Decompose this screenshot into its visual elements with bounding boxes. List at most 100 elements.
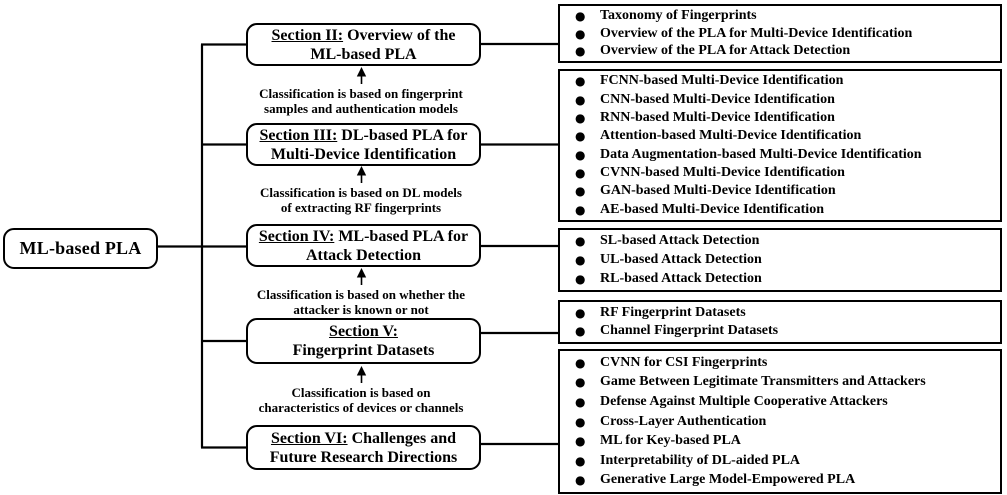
up-arrow-icon — [356, 268, 367, 285]
list-item-label: Interpretability of DL-aided PLA — [600, 452, 801, 468]
section-5-node: Section V: Fingerprint Datasets — [246, 318, 481, 364]
section-number: Section V: — [329, 323, 398, 340]
list-item: ● Overview of the PLA for Attack Detectio… — [560, 43, 1000, 59]
note-line1: Classification is based on — [291, 385, 431, 400]
bullet-icon: ● — [575, 147, 586, 162]
section-2-node: Section II: Overview of the ML-based PLA — [246, 23, 481, 66]
bullet-icon: ● — [575, 110, 586, 125]
list-item: ● SL-based Attack Detection — [560, 233, 1000, 249]
bullet-icon: ● — [575, 414, 586, 429]
list-item: ● Taxonomy of Fingerprints — [560, 8, 1000, 24]
bullet-icon: ● — [575, 26, 586, 41]
bullet-icon: ● — [575, 165, 586, 180]
bullet-icon: ● — [575, 8, 586, 23]
bullet-icon: ● — [575, 473, 586, 488]
list-item: ● Attention-based Multi-Device Identifica… — [560, 128, 1000, 144]
list-item: ●RF Fingerprint Datasets — [560, 305, 1000, 321]
section-6-node: Section VI: Challenges and Future Resear… — [246, 425, 481, 470]
section-title-line2: Fingerprint Datasets — [292, 342, 435, 359]
list-item: ●RL-based Attack Detection — [560, 271, 1000, 287]
topic-list-section6: ●CVNN for CSI Fingerprints ●Game Between… — [558, 349, 1002, 494]
root-node-ml-based-pla: ML-based PLA — [3, 228, 158, 269]
list-item-label: Overview of the PLA for Attack Detection — [600, 43, 851, 59]
note-line2: of extracting RF fingerprints — [280, 199, 442, 215]
section-number: Section III: — [259, 126, 338, 144]
section-3-node: Section III: DL-based PLA for Multi-Devi… — [246, 123, 481, 166]
note-line1: Classification is based on fingerprint — [259, 86, 463, 101]
list-item: ● UL-based Attack Detection — [560, 252, 1000, 268]
list-item-label: Defense Against Multiple Cooperative Att… — [600, 393, 888, 409]
bullet-icon: ● — [575, 324, 586, 339]
section-title-line1: Section III: DL-based PLA for — [259, 126, 467, 145]
classification-note-2: Classification is based on DL models of … — [240, 185, 482, 215]
bullet-icon: ● — [575, 184, 586, 199]
list-item-label: RNN-based Multi-Device Identification — [600, 109, 835, 125]
root-label: ML-based PLA — [19, 238, 142, 258]
list-item-label: CVNN for CSI Fingerprints — [600, 354, 768, 370]
bullet-icon: ● — [575, 434, 586, 449]
note-line2: samples and authentication models — [264, 100, 458, 116]
list-item-label: RL-based Attack Detection — [600, 271, 762, 286]
section-number: Section II: — [271, 26, 344, 44]
list-item-label: AE-based Multi-Device Identification — [600, 201, 824, 217]
list-item-label: Attention-based Multi-Device Identificat… — [600, 128, 862, 144]
topic-list-section4: ● SL-based Attack Detection ● UL-based Att… — [558, 228, 1002, 292]
list-item: ● GAN-based Multi-Device Identification — [560, 183, 1000, 199]
list-item-label: Overview of the PLA for Multi-Device Ide… — [600, 25, 913, 41]
list-item: ● Defense Against Multiple Cooperative At… — [560, 394, 1000, 410]
section-title-rest: ML-based PLA for — [338, 227, 469, 245]
bullet-icon: ● — [575, 234, 586, 248]
section-title-rest: Overview of the — [347, 26, 456, 44]
section-title-rest: DL-based PLA for — [341, 126, 468, 144]
topic-list-section5: ●RF Fingerprint Datasets ●Channel Finger… — [558, 300, 1002, 344]
list-item: ●Channel Fingerprint Datasets — [560, 323, 1000, 339]
section-4-node: Section IV: ML-based PLA for Attack Dete… — [246, 224, 481, 267]
topic-list-section3: ●FCNN-based Multi-Device Identification … — [558, 69, 1002, 222]
list-item-label: CVNN-based Multi-Device Identification — [600, 164, 845, 180]
section-title-line2: Attack Detection — [305, 246, 422, 264]
list-item: ● Interpretability of DL-aided PLA — [560, 453, 1000, 469]
list-item-label: Taxonomy of Fingerprints — [600, 7, 757, 23]
section-title-rest: Challenges and — [351, 429, 457, 447]
bullet-icon: ● — [575, 92, 586, 107]
section-number: Section VI: — [270, 429, 348, 447]
bullet-icon: ● — [575, 394, 586, 409]
list-item: ● ML for Key-based PLA — [560, 433, 1000, 449]
list-item-label: Generative Large Model-Empowered PLA — [600, 472, 856, 488]
bullet-icon: ● — [575, 375, 586, 390]
note-line1: Classification is based on DL models — [260, 185, 462, 200]
note-line2: attacker is known or not — [293, 301, 429, 317]
classification-note-3: Classification is based on whether the a… — [240, 287, 482, 317]
list-item: ● Generative Large Model-Empowered PLA — [560, 472, 1000, 488]
bullet-icon: ● — [575, 44, 586, 59]
list-item-label: ML for Key-based PLA — [600, 433, 741, 449]
up-arrow-icon — [356, 166, 367, 183]
up-arrow-icon — [356, 366, 367, 383]
section-title-line1: Section V: — [329, 322, 398, 341]
note-line1: Classification is based on whether the — [256, 287, 466, 302]
list-item: ● Overview of the PLA for Multi-Device Id… — [560, 26, 1000, 42]
bullet-icon: ● — [575, 253, 586, 267]
bullet-icon: ● — [575, 202, 586, 217]
section-title-line2: Future Research Directions — [269, 448, 458, 466]
up-arrow-icon — [356, 67, 367, 84]
section-title-line1: Section VI: Challenges and — [271, 429, 456, 448]
classification-note-4: Classification is based on characteristi… — [240, 385, 482, 415]
section-title-line2: ML-based PLA — [310, 45, 417, 63]
list-item-label: Data Augmentation-based Multi-Device Ide… — [600, 146, 922, 162]
bullet-icon: ● — [575, 129, 586, 144]
list-item-label: GAN-based Multi-Device Identification — [600, 183, 836, 199]
list-item-label: UL-based Attack Detection — [600, 252, 762, 267]
list-item-label: RF Fingerprint Datasets — [600, 304, 746, 320]
bullet-icon: ● — [575, 453, 586, 468]
up-arrows — [356, 67, 367, 383]
list-item: ● Data Augmentation-based Multi-Device Id… — [560, 147, 1000, 163]
section-title-line2: Multi-Device Identification — [270, 145, 457, 163]
list-item-label: SL-based Attack Detection — [600, 233, 760, 248]
list-item: ●CVNN for CSI Fingerprints — [560, 355, 1000, 371]
list-item: ●Game Between Legitimate Transmitters an… — [560, 374, 1000, 390]
section-number: Section IV: — [258, 227, 335, 245]
list-item: ● AE-based Multi-Device Identification — [560, 202, 1000, 218]
